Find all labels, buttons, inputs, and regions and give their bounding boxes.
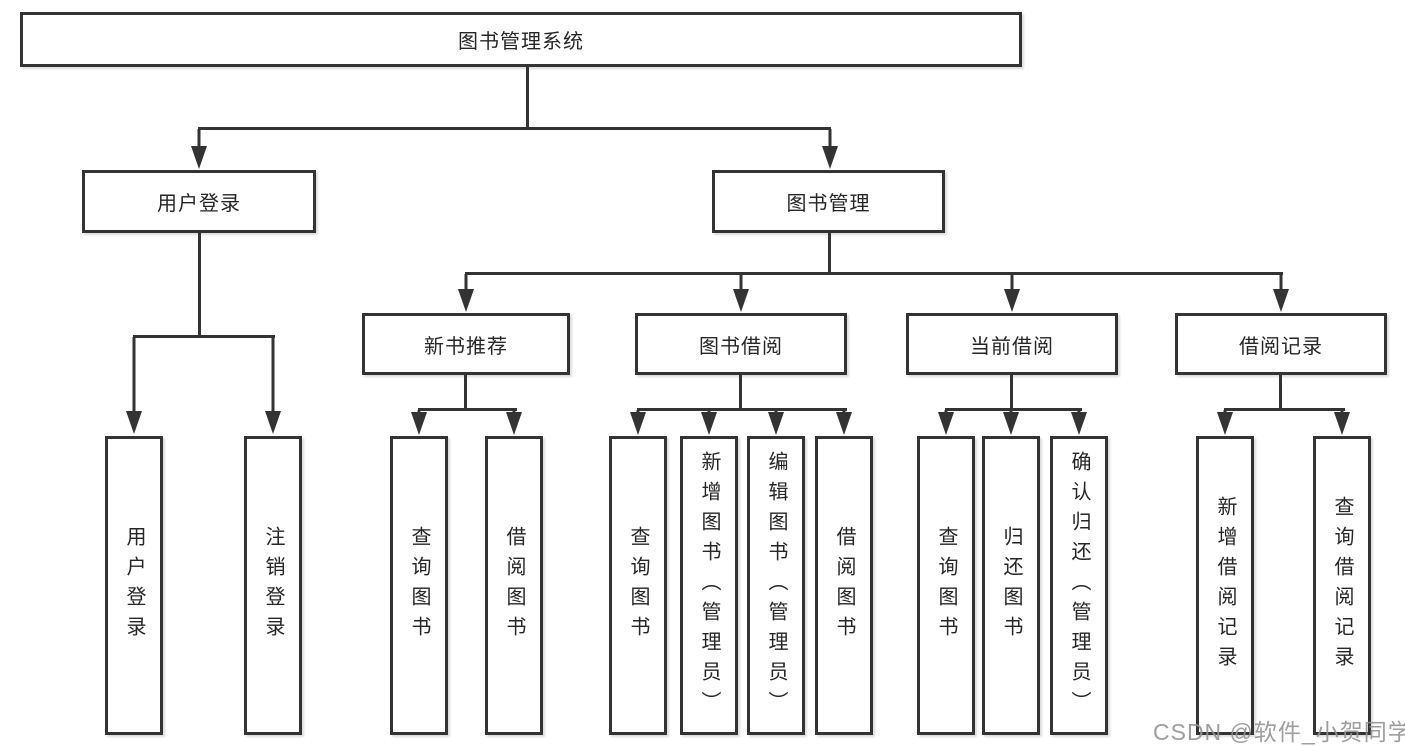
connector-new-book-rec-stem: [464, 375, 467, 411]
arrow-to-user-login: [191, 129, 207, 169]
arrow-to-leaf-query-record: [1334, 410, 1350, 435]
node-leaf-confirm-return: 确认归还（管理员）: [1050, 436, 1108, 735]
node-leaf-query-record-label: 查询借阅记录: [1331, 495, 1353, 676]
node-leaf-edit-book-label: 编辑图书（管理员）: [765, 450, 787, 721]
node-leaf-confirm-return-label: 确认归还（管理员）: [1068, 450, 1090, 721]
node-leaf-add-record: 新增借阅记录: [1196, 436, 1254, 735]
node-current-borrow: 当前借阅: [906, 313, 1118, 375]
connector-borrow-record-rail: [1224, 408, 1345, 411]
node-current-borrow-label: 当前借阅: [970, 335, 1054, 358]
arrowhead-icon: [126, 411, 142, 434]
node-leaf-borrow-book-2: 借阅图书: [815, 436, 873, 735]
node-leaf-query-book-1: 查询图书: [390, 436, 448, 735]
node-leaf-borrow-book-1-label: 借阅图书: [503, 525, 525, 646]
arrowhead-icon: [822, 146, 838, 169]
arrow-to-leaf-user-login: [126, 337, 142, 434]
arrowhead-icon: [458, 289, 474, 312]
arrowhead-icon: [1004, 289, 1020, 312]
node-leaf-user-login: 用户登录: [105, 436, 163, 735]
arrow-to-leaf-query-book-1: [411, 410, 427, 435]
node-leaf-user-login-label: 用户登录: [123, 525, 145, 646]
node-leaf-logout: 注销登录: [244, 436, 302, 735]
arrowhead-icon: [630, 412, 646, 435]
node-leaf-borrow-book-1: 借阅图书: [485, 436, 543, 735]
connector-book-borrow-stem: [739, 375, 742, 411]
arrowhead-icon: [1071, 412, 1087, 435]
node-user-login: 用户登录: [82, 170, 316, 233]
node-leaf-edit-book: 编辑图书（管理员）: [747, 436, 805, 735]
connector-level3-rail: [465, 272, 1283, 275]
arrowhead-icon: [768, 412, 784, 435]
node-leaf-add-record-label: 新增借阅记录: [1214, 495, 1236, 676]
node-root: 图书管理系统: [20, 12, 1022, 67]
node-book-mgmt: 图书管理: [712, 170, 945, 233]
node-leaf-add-book: 新增图书（管理员）: [680, 436, 738, 735]
connector-user-login-rail: [133, 335, 275, 338]
node-leaf-return-book: 归还图书: [982, 436, 1040, 735]
node-leaf-query-book-2-label: 查询图书: [627, 525, 649, 646]
arrowhead-icon: [938, 412, 954, 435]
arrowhead-icon: [733, 289, 749, 312]
node-new-book-rec-label: 新书推荐: [424, 335, 508, 358]
node-book-mgmt-label: 图书管理: [786, 193, 871, 215]
node-book-borrow-label: 图书借阅: [699, 335, 783, 358]
arrow-to-borrow-record: [1273, 274, 1289, 312]
arrowhead-icon: [265, 411, 281, 434]
connector-new-book-rec-rail: [418, 408, 517, 411]
node-leaf-logout-label: 注销登录: [262, 525, 284, 646]
arrow-to-leaf-query-book-2: [630, 410, 646, 435]
node-leaf-query-record: 查询借阅记录: [1313, 436, 1371, 735]
arrowhead-icon: [191, 146, 207, 169]
node-new-book-rec: 新书推荐: [362, 313, 570, 375]
arrow-to-leaf-logout: [265, 337, 281, 434]
node-leaf-borrow-book-2-label: 借阅图书: [833, 525, 855, 646]
node-book-borrow: 图书借阅: [635, 313, 847, 375]
node-root-label: 图书管理系统: [458, 31, 584, 53]
node-borrow-record-label: 借阅记录: [1239, 335, 1323, 358]
node-user-login-label: 用户登录: [157, 193, 241, 215]
arrow-to-leaf-edit-book: [768, 410, 784, 435]
arrowhead-icon: [701, 412, 717, 435]
arrow-to-leaf-borrow-book-1: [506, 410, 522, 435]
node-leaf-query-book-1-label: 查询图书: [408, 525, 430, 646]
arrow-to-new-book-rec: [458, 274, 474, 312]
arrow-to-leaf-add-book: [701, 410, 717, 435]
connector-level2-rail: [198, 127, 831, 130]
arrow-to-book-mgmt: [822, 129, 838, 169]
arrow-to-leaf-return-book: [1003, 410, 1019, 435]
connector-user-login-stem: [198, 233, 201, 338]
connector-book-borrow-rail: [637, 408, 847, 411]
arrow-to-leaf-add-record: [1217, 410, 1233, 435]
node-leaf-return-book-label: 归还图书: [1000, 525, 1022, 646]
node-leaf-query-book-3: 查询图书: [917, 436, 975, 735]
connector-book-mgmt-stem: [828, 233, 831, 275]
connector-current-borrow-stem: [1010, 375, 1013, 411]
arrowhead-icon: [1334, 412, 1350, 435]
arrow-to-leaf-confirm-return: [1071, 410, 1087, 435]
arrow-to-leaf-borrow-book-2: [836, 410, 852, 435]
arrowhead-icon: [1273, 289, 1289, 312]
arrowhead-icon: [1217, 412, 1233, 435]
arrowhead-icon: [1003, 412, 1019, 435]
node-leaf-query-book-3-label: 查询图书: [935, 525, 957, 646]
arrow-to-current-borrow: [1004, 274, 1020, 312]
arrow-to-leaf-query-book-3: [938, 410, 954, 435]
arrowhead-icon: [411, 412, 427, 435]
connector-root-stem: [526, 67, 529, 130]
arrowhead-icon: [836, 412, 852, 435]
arrow-to-book-borrow: [733, 274, 749, 312]
node-borrow-record: 借阅记录: [1175, 313, 1387, 375]
connector-borrow-record-stem: [1279, 375, 1282, 411]
arrowhead-icon: [506, 412, 522, 435]
csdn-watermark: CSDN @软件_小贺同学: [1153, 719, 1405, 745]
node-leaf-add-book-label: 新增图书（管理员）: [698, 450, 720, 721]
connector-current-borrow-rail: [945, 408, 1082, 411]
node-leaf-query-book-2: 查询图书: [609, 436, 667, 735]
